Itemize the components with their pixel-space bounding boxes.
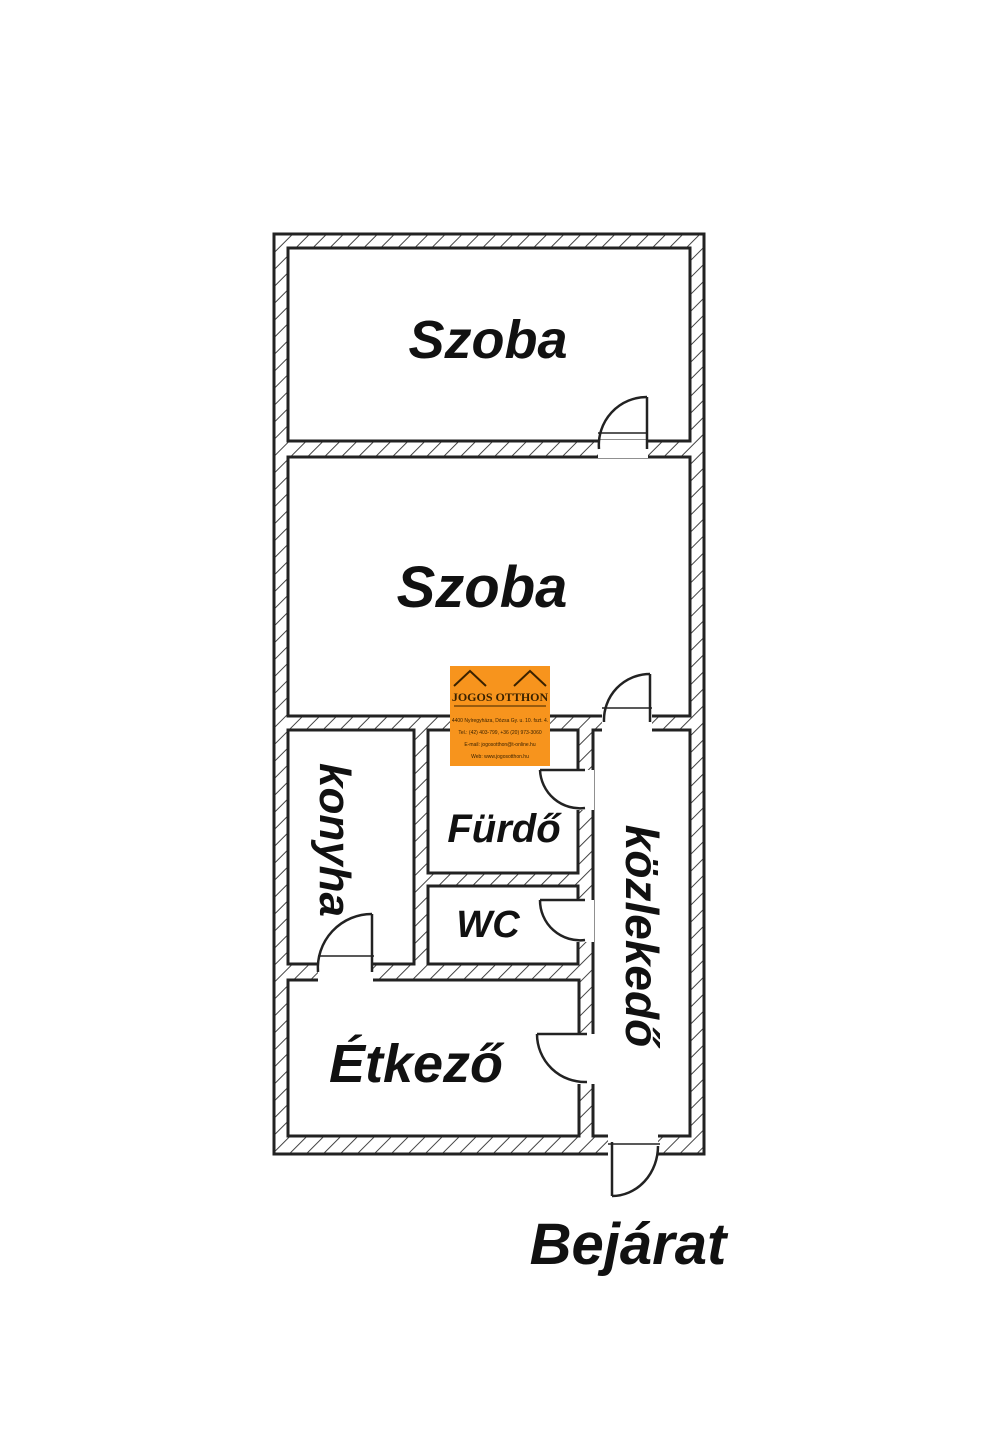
label-szoba-middle: Szoba bbox=[397, 555, 568, 620]
logo-address: 4400 Nyíregyháza, Dózsa Gy. u. 10. fszt.… bbox=[452, 718, 548, 724]
logo-name: JOGOS OTTHON bbox=[452, 690, 549, 704]
logo-phone: Tel.: (42) 403-799, +36 (20) 973-3060 bbox=[458, 730, 541, 736]
label-kozlekedo: közlekedő bbox=[616, 825, 668, 1049]
room-interiors bbox=[286, 246, 692, 1138]
door-etkezo bbox=[535, 1032, 595, 1084]
logo-web: Web: www.jogosotthon.hu bbox=[471, 754, 529, 760]
room-szoba-middle bbox=[286, 455, 692, 718]
room-konyha bbox=[286, 728, 416, 966]
room-etkezo bbox=[286, 978, 581, 1138]
door-furdo bbox=[538, 768, 594, 810]
logo-badge: JOGOS OTTHON 4400 Nyíregyháza, Dózsa Gy.… bbox=[450, 666, 550, 766]
label-szoba-top: Szoba bbox=[408, 310, 567, 370]
door-szoba-middle bbox=[602, 672, 652, 732]
house-roof-icon bbox=[453, 669, 547, 687]
logo-email: E-mail: jogosotthon@t-online.hu bbox=[464, 742, 535, 748]
door-entrance bbox=[608, 1134, 660, 1198]
label-entrance: Bejárat bbox=[530, 1212, 729, 1277]
label-furdo: Fürdő bbox=[447, 807, 562, 851]
door-szoba-top bbox=[597, 395, 649, 458]
door-konyha bbox=[316, 912, 374, 982]
room-szoba-top bbox=[286, 246, 692, 443]
label-wc: WC bbox=[456, 904, 520, 946]
doors bbox=[316, 395, 660, 1198]
label-etkezo: Étkező bbox=[329, 1034, 505, 1094]
door-wc bbox=[538, 898, 594, 942]
label-konyha: konyha bbox=[310, 763, 359, 917]
